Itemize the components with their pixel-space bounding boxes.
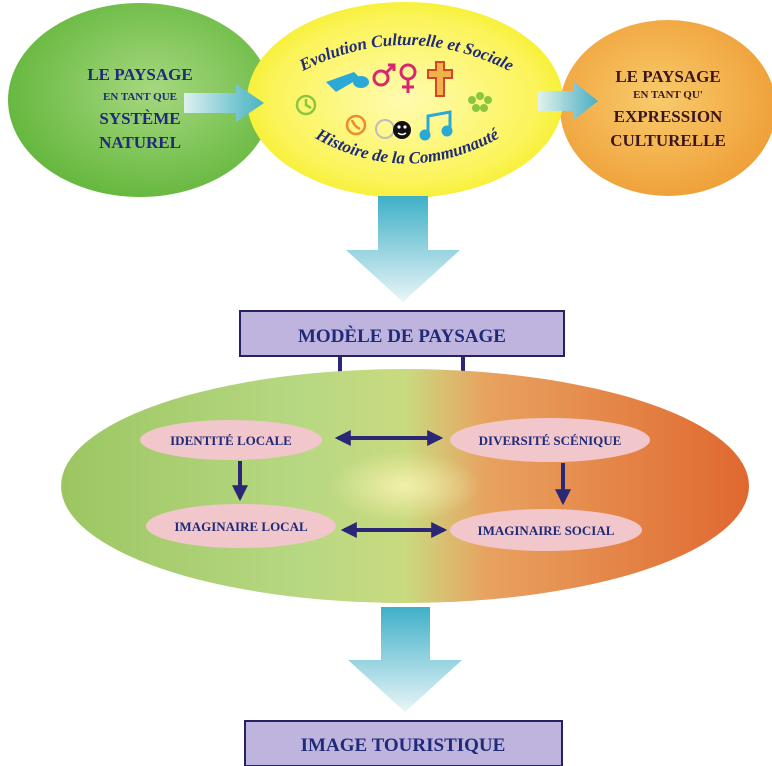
natural-bubble-line1: LE PAYSAGE	[87, 65, 192, 84]
natural-system-bubble: LE PAYSAGE EN TANT QUE SYSTÈME NATUREL	[8, 3, 272, 197]
flower-icon	[468, 92, 492, 112]
landscape-model-box: MODÈLE DE PAYSAGE	[239, 310, 565, 357]
landscape-dimensions-ellipse	[61, 369, 749, 603]
clock-icon	[295, 94, 317, 116]
natural-bubble-line4: NATUREL	[99, 133, 181, 152]
down-arrow-to-tourist-image	[348, 607, 462, 712]
brush-icon	[326, 72, 369, 92]
faces-icon	[375, 119, 411, 139]
cultural-bubble-line3: EXPRESSION	[614, 107, 723, 126]
local-identity-pill: IDENTITÉ LOCALE	[140, 420, 322, 460]
local-imaginary-pill: IMAGINAIRE LOCAL	[146, 504, 336, 548]
scenic-diversity-pill: DIVERSITÉ SCÉNIQUE	[450, 418, 650, 462]
cross-icon	[427, 61, 453, 97]
natural-bubble-line3: SYSTÈME	[99, 109, 180, 128]
center-to-right-arrow	[538, 82, 598, 120]
left-to-center-arrow	[184, 84, 264, 122]
local-identity-label: IDENTITÉ LOCALE	[170, 433, 292, 448]
natural-bubble-line2: EN TANT QUE	[103, 91, 177, 103]
tourist-image-box: IMAGE TOURISTIQUE	[244, 720, 563, 766]
phone-icon	[345, 114, 367, 136]
cultural-bubble-line2: EN TANT QU'	[633, 89, 703, 101]
gender-icon	[372, 63, 417, 93]
cultural-bubble-line1: LE PAYSAGE	[615, 67, 720, 86]
social-evolution-bubble: Evolution Culturelle et Sociale Histoire…	[247, 2, 563, 198]
local-imaginary-label: IMAGINAIRE LOCAL	[174, 519, 308, 534]
cultural-bubble-line4: CULTURELLE	[610, 131, 726, 150]
landscape-model-label: MODÈLE DE PAYSAGE	[298, 325, 506, 347]
social-imaginary-pill: IMAGINAIRE SOCIAL	[450, 509, 642, 551]
music-note-icon	[419, 110, 453, 141]
scenic-diversity-label: DIVERSITÉ SCÉNIQUE	[479, 433, 622, 448]
social-imaginary-label: IMAGINAIRE SOCIAL	[478, 523, 615, 538]
cultural-expression-bubble: LE PAYSAGE EN TANT QU' EXPRESSION CULTUR…	[560, 20, 772, 196]
tourist-image-label: IMAGE TOURISTIQUE	[301, 735, 506, 756]
down-arrow-to-model	[346, 196, 460, 302]
